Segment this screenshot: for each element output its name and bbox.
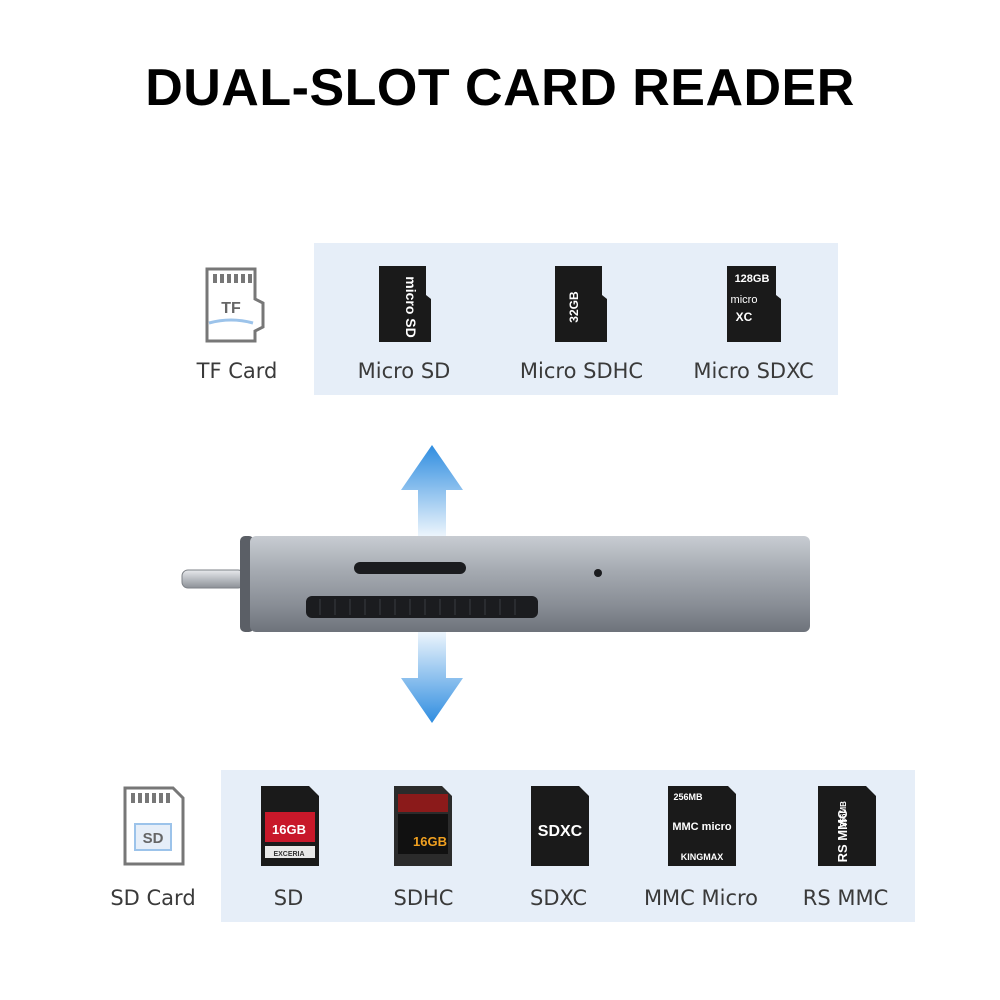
sdxc-icon-text: SDXC xyxy=(538,823,583,840)
micro-sdhc-cell: 32GB Micro SDHC xyxy=(494,243,669,395)
sd-card-cell: SD SD Card xyxy=(85,770,221,922)
sd-card-outline-icon: SD xyxy=(121,784,187,868)
mmc-micro-icon-text: MMC micro xyxy=(672,821,732,833)
led-indicator xyxy=(594,569,602,577)
sd-card-label: SD Card xyxy=(110,886,196,910)
sdhc-card-icon: 16GB xyxy=(392,784,454,868)
sdxc-label: SDXC xyxy=(529,886,588,910)
top-card-panel: TF TF Card micro SD Micro SD 32GB Micro … xyxy=(160,243,838,395)
micro-sd-slot xyxy=(354,562,466,574)
card-reader-device xyxy=(170,440,820,740)
micro-sdxc-label: Micro SDXC xyxy=(693,359,814,383)
tf-icon-text: TF xyxy=(221,300,241,317)
arrow-up-icon xyxy=(401,445,463,540)
mmc-micro-icon-top: 256MB xyxy=(673,792,703,802)
mmc-micro-label: MMC Micro xyxy=(643,886,759,910)
rs-mmc-label: RS MMC xyxy=(802,886,889,910)
micro-sdxc-icon-text: 128GB xyxy=(735,273,770,285)
rs-mmc-card-icon: 256MB RS MMC xyxy=(816,784,878,868)
micro-sd-icon-text: micro SD xyxy=(403,276,419,337)
micro-sdxc-card-icon: 128GB micro XC xyxy=(724,263,784,345)
rs-mmc-icon-top: 256MB xyxy=(839,801,848,827)
tf-card-outline-icon: TF xyxy=(203,265,269,345)
sd-outline-icon-text: SD xyxy=(143,830,164,847)
micro-sd-cell: micro SD Micro SD xyxy=(314,243,494,395)
tf-card-cell: TF TF Card xyxy=(160,243,314,395)
mmc-micro-card-icon: 256MB MMC micro KINGMAX xyxy=(666,784,738,868)
micro-sd-card-icon: micro SD xyxy=(376,263,434,345)
sdhc-icon-text: 16GB xyxy=(413,834,447,849)
svg-text:XC: XC xyxy=(736,310,753,324)
sd-icon-text: 16GB xyxy=(272,822,306,837)
mmc-micro-icon-bottom: KINGMAX xyxy=(681,852,724,862)
sdxc-card-icon: SDXC xyxy=(529,784,591,868)
sd-slot xyxy=(306,596,538,618)
page-title: DUAL-SLOT CARD READER xyxy=(145,59,855,117)
micro-sdhc-card-icon: 32GB xyxy=(552,263,610,345)
micro-sd-label: Micro SD xyxy=(357,359,451,383)
micro-sdhc-icon-text: 32GB xyxy=(567,291,581,323)
arrow-down-icon xyxy=(401,628,463,723)
rs-mmc-cell: 256MB RS MMC RS MMC xyxy=(776,770,915,922)
micro-sdxc-cell: 128GB micro XC Micro SDXC xyxy=(669,243,838,395)
mmc-micro-cell: 256MB MMC micro KINGMAX MMC Micro xyxy=(626,770,776,922)
sd-icon-subtext: EXCERIA xyxy=(273,851,304,858)
sdxc-cell: SDXC SDXC xyxy=(491,770,626,922)
rs-mmc-icon-text: RS MMC xyxy=(835,809,850,862)
sdhc-cell: 16GB SDHC xyxy=(356,770,491,922)
sd-cell: 16GB EXCERIA SD xyxy=(221,770,356,922)
sd-card-icon: 16GB EXCERIA xyxy=(259,784,321,868)
bottom-card-panel: SD SD Card 16GB EXCERIA SD 16GB SDHC xyxy=(85,770,915,922)
svg-text:micro: micro xyxy=(731,294,758,306)
tf-card-label: TF Card xyxy=(196,359,278,383)
micro-sdhc-label: Micro SDHC xyxy=(519,359,644,383)
sdhc-label: SDHC xyxy=(393,886,454,910)
sd-label: SD xyxy=(273,886,304,910)
